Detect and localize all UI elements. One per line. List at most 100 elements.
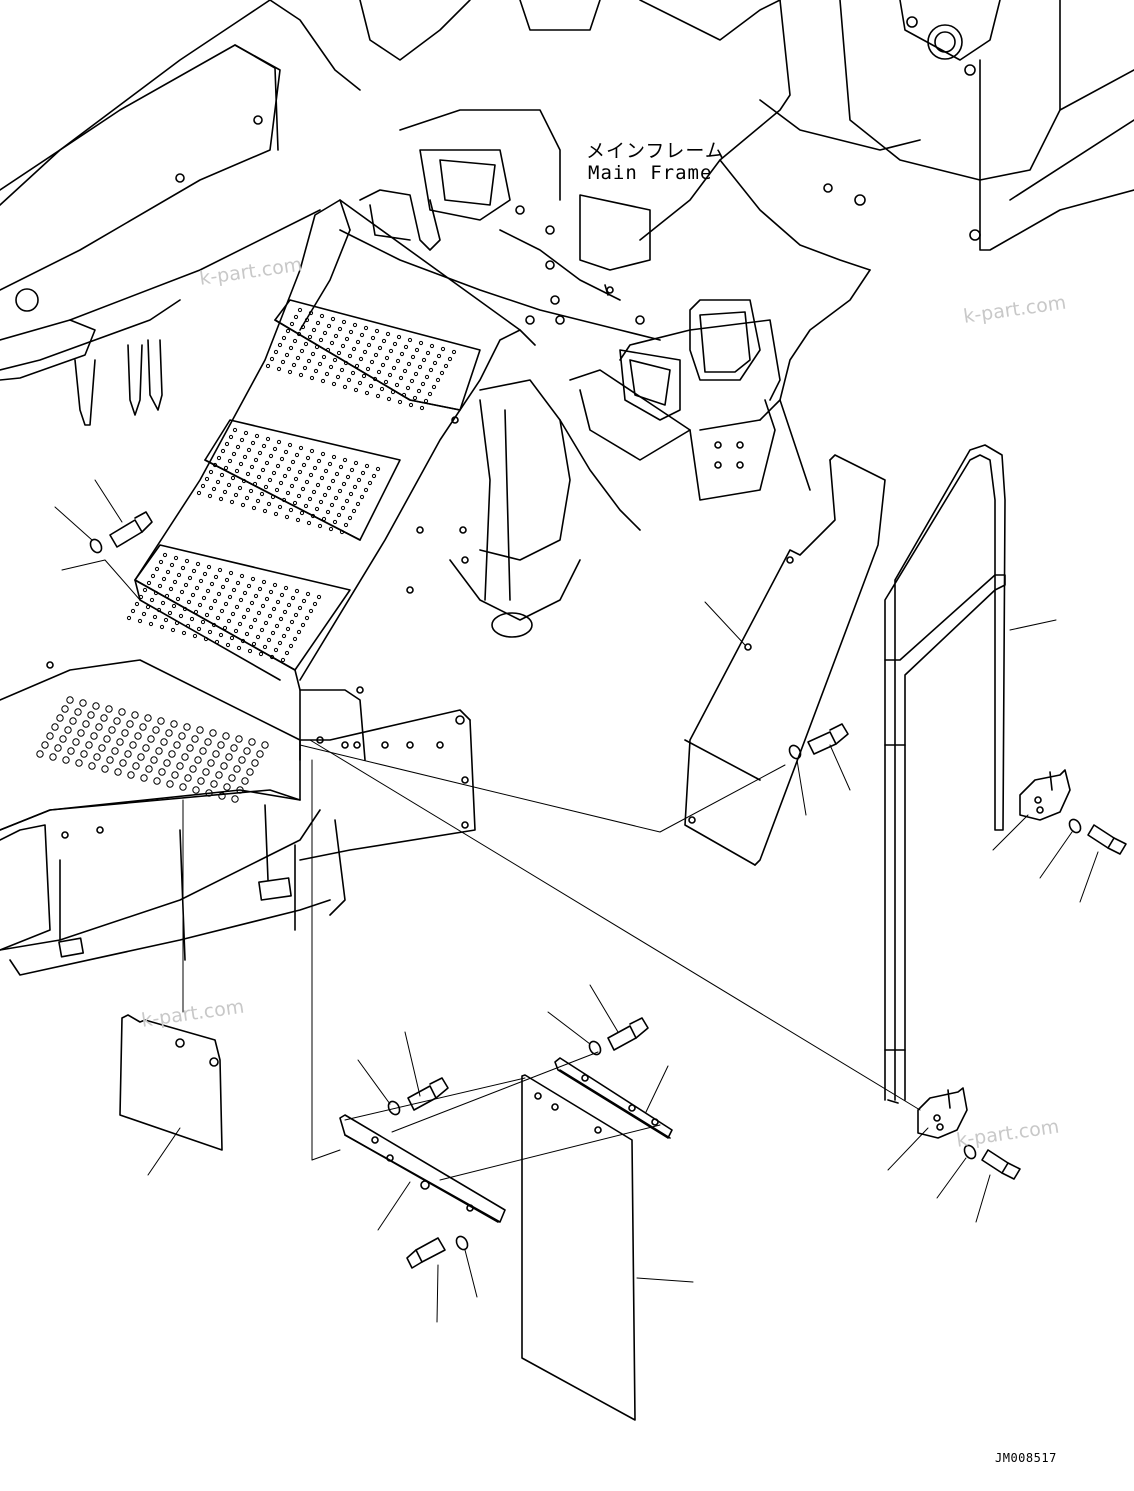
perforation-hole (301, 623, 304, 626)
perforation-hole (262, 742, 268, 748)
perforation-hole (242, 615, 245, 618)
perforation-hole (315, 345, 318, 348)
perforation-hole (224, 784, 230, 790)
perforation-hole (208, 760, 214, 766)
perforation-hole (299, 446, 302, 449)
leader-lines (55, 480, 1098, 1322)
perforation-hole (219, 497, 222, 500)
perforation-hole (269, 454, 272, 457)
perforation-hole (414, 372, 417, 375)
perforation-hole (386, 332, 389, 335)
perforation-hole (316, 321, 319, 324)
perforation-hole (350, 468, 353, 471)
perforation-hole (186, 624, 189, 627)
perforation-hole (293, 637, 296, 640)
perforation-hole (258, 587, 261, 590)
perforation-hole (291, 596, 294, 599)
perforation-hole (231, 745, 237, 751)
perforation-hole (172, 772, 178, 778)
perforation-hole (223, 626, 226, 629)
perforation-hole (99, 745, 105, 751)
perforation-hole (122, 730, 128, 736)
perforation-hole (303, 366, 306, 369)
perforation-hole (200, 748, 206, 754)
perforation-hole (408, 338, 411, 341)
perforation-hole (205, 739, 211, 745)
perforation-hole (340, 368, 343, 371)
perforation-hole (426, 351, 429, 354)
perforation-hole (419, 341, 422, 344)
perforation-hole (344, 361, 347, 364)
perforation-hole (232, 452, 235, 455)
perforation-hole (176, 597, 179, 600)
perforation-hole (325, 372, 328, 375)
perforation-hole (370, 360, 373, 363)
perforation-hole (417, 389, 420, 392)
perforation-hole (221, 449, 224, 452)
perforation-hole (278, 641, 281, 644)
perforation-hole (298, 308, 301, 311)
perforation-hole (343, 458, 346, 461)
perforation-hole (247, 769, 253, 775)
perforation-hole (115, 769, 121, 775)
perforation-hole (253, 482, 256, 485)
perforation-hole (326, 510, 329, 513)
perforation-hole (291, 460, 294, 463)
perforation-hole (282, 498, 285, 501)
perforation-hole (293, 501, 296, 504)
perforation-hole (50, 754, 56, 760)
perforation-hole (106, 706, 112, 712)
perforation-hole (403, 369, 406, 372)
perforation-hole (428, 392, 431, 395)
perforation-hole (307, 521, 310, 524)
perforation-hole (67, 697, 73, 703)
perforation-hole (355, 364, 358, 367)
perforation-hole (70, 718, 76, 724)
perforation-hole (42, 742, 48, 748)
perforation-hole (385, 356, 388, 359)
perforation-hole (120, 760, 126, 766)
perforation-hole (395, 383, 398, 386)
perforation-hole (349, 492, 352, 495)
perforation-hole (230, 636, 233, 639)
perforation-hole (381, 363, 384, 366)
perforation-hole (68, 748, 74, 754)
perforation-hole (317, 595, 320, 598)
perforation-hole (375, 329, 378, 332)
perforation-hole (320, 314, 323, 317)
perforation-hole (418, 365, 421, 368)
perforation-hole (306, 592, 309, 595)
perforation-hole (334, 496, 337, 499)
perforation-hole (140, 724, 146, 730)
perforation-hole (231, 476, 234, 479)
perforation-hole (76, 760, 82, 766)
perforation-hole (227, 619, 230, 622)
perforation-hole (332, 382, 335, 385)
perforation-hole (157, 608, 160, 611)
perforation-hole (232, 588, 235, 591)
perforation-hole (422, 358, 425, 361)
perforation-hole (212, 487, 215, 490)
perforation-hole (310, 376, 313, 379)
perforation-hole (290, 620, 293, 623)
perforation-hole (322, 355, 325, 358)
perforation-hole (332, 455, 335, 458)
perforation-hole (201, 620, 204, 623)
perforation-hole (263, 645, 266, 648)
perforation-hole (146, 605, 149, 608)
perforation-hole (369, 384, 372, 387)
perforation-hole (282, 336, 285, 339)
perforation-hole (315, 507, 318, 510)
perforation-hole (241, 503, 244, 506)
perforation-hole (172, 604, 175, 607)
perforation-hole (305, 616, 308, 619)
perforation-hole (382, 339, 385, 342)
perforation-hole (211, 781, 217, 787)
perforation-hole (182, 631, 185, 634)
perforation-hole (407, 362, 410, 365)
perforation-hole (297, 630, 300, 633)
perforation-hole (365, 391, 368, 394)
perforation-hole (420, 406, 423, 409)
perforation-hole (224, 466, 227, 469)
